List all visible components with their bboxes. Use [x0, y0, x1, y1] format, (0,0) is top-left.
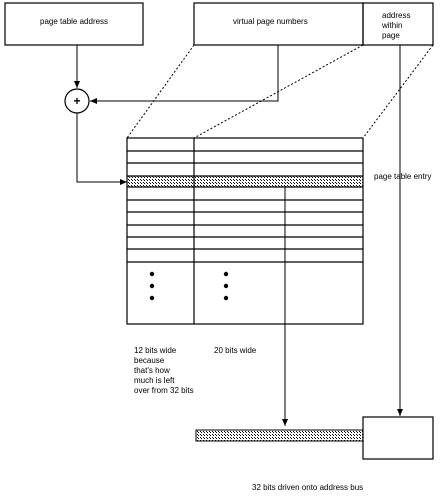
page-table-address-label: page table address: [40, 17, 109, 26]
adder-symbol: +: [73, 94, 81, 108]
address-bus-offset-box: [362, 416, 434, 460]
virtual-page-numbers-label: virtual page numbers: [233, 17, 308, 26]
dotted-expansion-left: [126, 44, 195, 139]
dotted-expansion-middle: [193, 44, 364, 139]
page-table-row-lines: [127, 150, 363, 263]
arrow-vpn-to-adder: [90, 45, 279, 104]
page-table: [126, 137, 364, 325]
dotted-expansion-right: [362, 44, 434, 139]
page-table-outline: [126, 137, 364, 325]
right-column-width-note: 20 bits wide: [214, 346, 257, 355]
page-table-ellipsis-left: [149, 271, 155, 301]
page-table-address-box: [4, 2, 144, 46]
address-within-page-box: [362, 2, 434, 46]
address-bus-frame-bits: [195, 429, 364, 442]
address-bus-caption: 32 bits driven onto address bus: [252, 483, 364, 492]
arrow-adder-to-entry: [76, 113, 127, 185]
page-table-ellipsis-right: [223, 271, 229, 301]
page-table-highlighted-entry: [127, 176, 363, 187]
address-within-page-label: address within page: [382, 11, 411, 40]
left-column-width-note: 12 bits wide because that's how much is …: [134, 346, 194, 395]
page-table-entry-label: page table entry: [374, 172, 432, 181]
